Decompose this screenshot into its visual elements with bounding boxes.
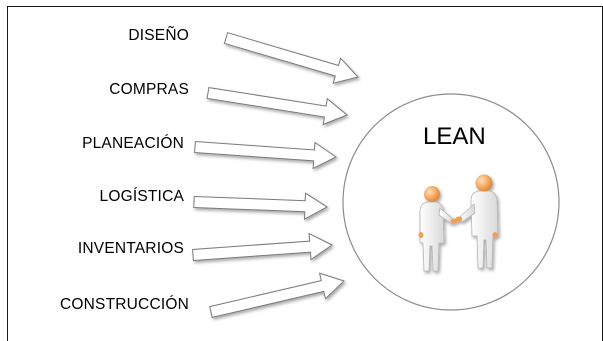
handshake-people-icon xyxy=(418,174,499,272)
arrow-logistica xyxy=(193,192,328,221)
arrow-construccion xyxy=(209,272,345,319)
lean-title: LEAN xyxy=(423,123,486,150)
lean-circle xyxy=(342,93,560,311)
input-label-compras: COMPRAS xyxy=(109,81,189,98)
input-label-inventarios: INVENTARIOS xyxy=(77,240,184,257)
arrow-compras xyxy=(206,87,348,126)
frame-left-border xyxy=(7,6,8,341)
input-label-diseno: DISEÑO xyxy=(128,27,189,44)
input-label-construccion: CONSTRUCCIÓN xyxy=(60,296,189,313)
frame-top-border xyxy=(7,6,603,7)
person-right-icon xyxy=(455,174,499,269)
arrow-inventarios xyxy=(192,232,333,262)
arrow-diseno xyxy=(223,32,359,84)
arrow-planeacion xyxy=(194,140,337,170)
input-label-planeacion: PLANEACIÓN xyxy=(82,135,184,152)
input-label-logistica: LOGÍSTICA xyxy=(99,188,184,205)
